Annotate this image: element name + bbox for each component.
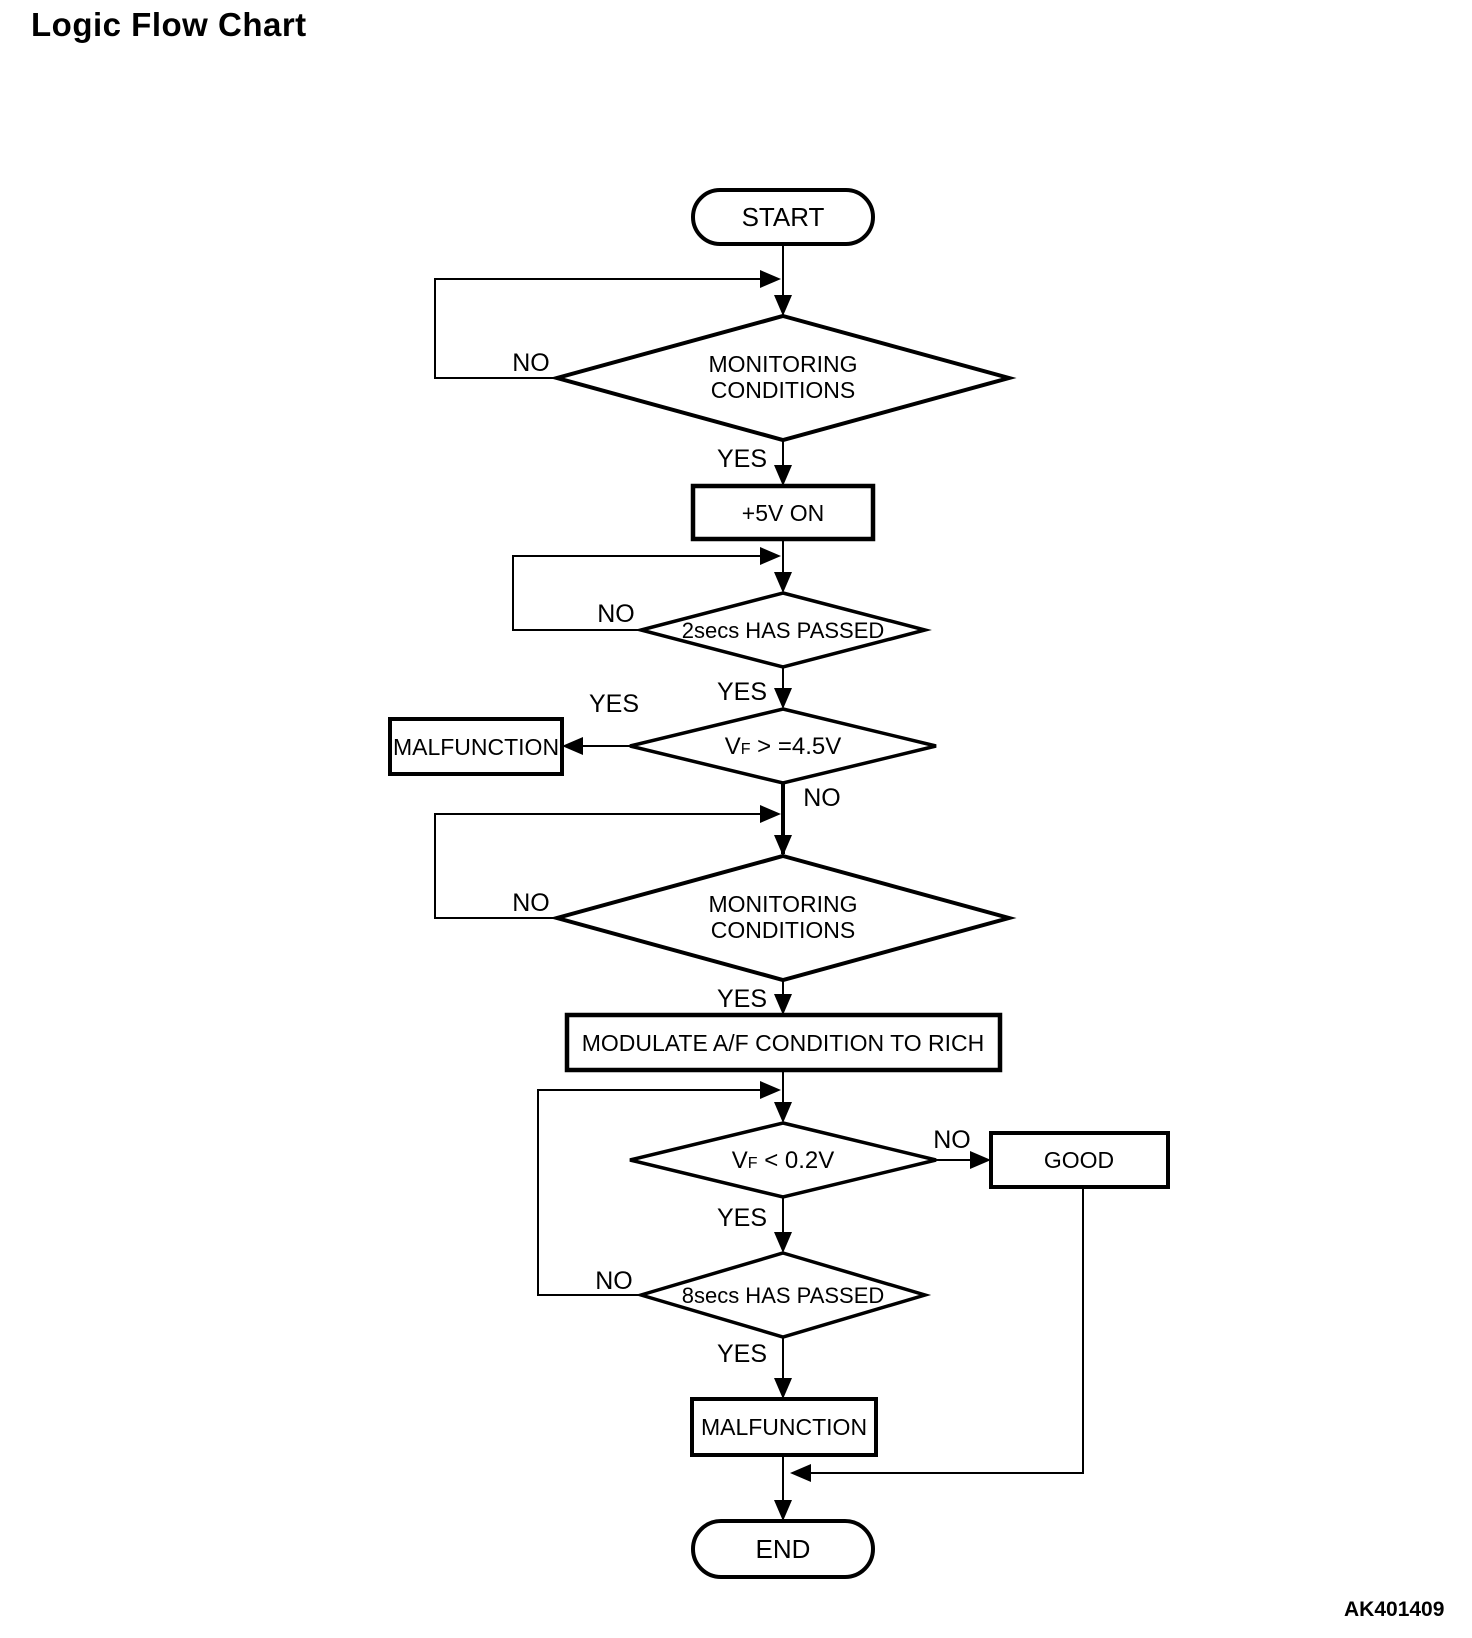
decision-8secs-label: 8secs HAS PASSED [682,1283,885,1308]
page-title: Logic Flow Chart [31,6,307,43]
decision-vf-lt-0-2v [629,1121,937,1199]
edge-good-end-arrowhead [790,1464,811,1482]
edge-label-passed2s-yes: YES [717,678,767,706]
decision-monitoring-1-label-line1: MONITORING [708,351,857,377]
edge-vfge-monitoring2-arrowhead [774,835,792,856]
loop-passed8s-no [537,1089,766,1296]
process-modulate-af-label: MODULATE A/F CONDITION TO RICH [582,1030,985,1056]
decision-monitoring-conditions-1 [549,313,1017,443]
edge-plus5v-passed2s-arrowhead [774,572,792,593]
process-plus5v-label: +5V ON [742,500,824,526]
decision-monitoring-2-label-line1: MONITORING [708,891,857,917]
decision-vf-ge-4-5v [629,707,937,785]
decision-monitoring-conditions-2 [549,853,1017,983]
end-terminator [691,1519,875,1579]
edge-passed8s-malfunction2-arrowhead [774,1378,792,1399]
edge-monitoring1-plus5v-arrowhead [774,465,792,486]
decision-monitoring-2-label-line2: CONDITIONS [711,917,855,943]
edge-label-monitoring1-no: NO [512,349,550,377]
loop-passed2s-no-arrowhead [760,547,781,565]
edge-label-vfge-yes: YES [589,690,639,718]
edge-vflt-passed8s-arrowhead [774,1232,792,1253]
end-label: END [756,1534,811,1564]
decision-8secs-passed [634,1251,932,1339]
figure-code: AK401409 [1344,1598,1445,1621]
process-plus5v [690,483,876,542]
process-modulate-af [564,1012,1003,1073]
decision-vf-ge-label: VF > =4.5V [725,733,842,760]
loop-monitoring1-no-arrowhead [760,270,781,288]
edge-label-vflt-no: NO [933,1126,971,1154]
start-label: START [742,202,825,232]
edge-vflt-good-arrowhead [970,1151,991,1169]
edge-label-passed2s-no: NO [597,600,635,628]
process-good [989,1131,1170,1189]
edge-passed2s-vfge-arrowhead [774,688,792,709]
decision-2secs-label: 2secs HAS PASSED [682,618,885,643]
process-malfunction-1 [388,717,564,776]
start-terminator [691,188,875,246]
loop-monitoring2-no-arrowhead [760,805,781,823]
process-malfunction-2-label: MALFUNCTION [701,1414,867,1440]
edge-modulate-vflt-arrowhead [774,1102,792,1123]
loop-monitoring2-no [434,813,766,919]
loop-passed2s-no [512,555,766,631]
edge-monitoring2-modulate-arrowhead [774,994,792,1015]
edge-label-passed8s-yes: YES [717,1340,767,1368]
decision-2secs-passed [634,591,932,669]
loop-monitoring1-no [434,278,766,379]
edge-label-vfge-no: NO [803,784,841,812]
edge-label-passed8s-no: NO [595,1267,633,1295]
edge-start-monitoring1-arrowhead [774,295,792,316]
process-good-label: GOOD [1044,1147,1114,1173]
edge-vfge-malfunction1-arrowhead [562,737,583,755]
decision-vf-lt-label: VF < 0.2V [732,1147,835,1174]
edge-label-monitoring1-yes: YES [717,445,767,473]
edge-label-monitoring2-no: NO [512,889,550,917]
loop-passed8s-no-arrowhead [760,1081,781,1099]
edge-label-vflt-yes: YES [717,1204,767,1232]
edge-label-monitoring2-yes: YES [717,985,767,1013]
process-malfunction-2 [690,1397,878,1457]
edge-malfunction2-end-arrowhead [774,1500,792,1521]
process-malfunction-1-label: MALFUNCTION [393,734,559,760]
decision-monitoring-1-label-line2: CONDITIONS [711,377,855,403]
edge-good-end [800,1187,1084,1474]
